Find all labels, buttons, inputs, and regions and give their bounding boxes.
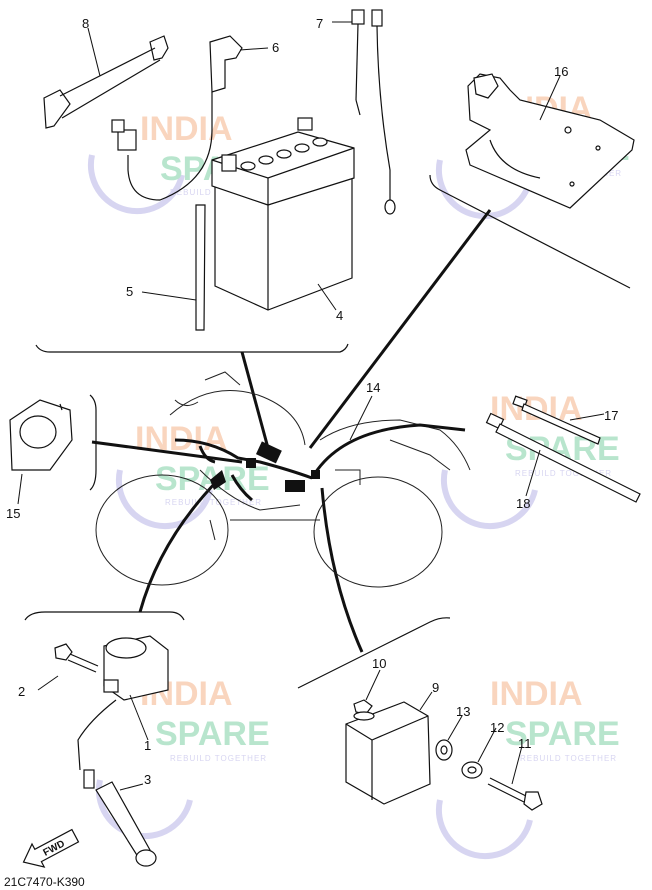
callout-18: 18 [516, 496, 530, 511]
fwd-arrow: FWD [22, 828, 80, 868]
diagram-code: 21C7470-K390 [4, 875, 85, 889]
callout-9: 9 [432, 680, 439, 695]
section-frames [24, 174, 631, 689]
harness-connectors [210, 441, 320, 492]
collar-12 [461, 761, 483, 779]
bolt-11 [487, 777, 543, 811]
battery-4 [211, 117, 355, 311]
callout-1: 1 [144, 738, 151, 753]
callout-12: 12 [490, 720, 504, 735]
callout-6: 6 [272, 40, 279, 55]
callout-17: 17 [604, 408, 618, 423]
bolt-2 [54, 643, 99, 673]
watermark-line1: INDIA [140, 110, 233, 148]
fwd-label: FWD [42, 838, 67, 858]
watermark-bottom-left: INDIA SPARE REBUILD TOGETHER [95, 675, 270, 840]
callout-13: 13 [456, 704, 470, 719]
watermark-tagline: REBUILD TOGETHER [170, 754, 267, 763]
callout-14: 14 [366, 380, 380, 395]
bolt-10 [353, 699, 375, 721]
ignition-coil-1 [77, 635, 169, 771]
callout-15: 15 [6, 506, 20, 521]
cable-tie-18 [485, 412, 641, 503]
callout-8: 8 [82, 16, 89, 31]
callout-2: 2 [18, 684, 25, 699]
negative-lead-7 [351, 9, 396, 215]
motorcycle-outline [95, 371, 471, 588]
callout-11: 11 [518, 736, 532, 751]
callout-16: 16 [554, 64, 568, 79]
watermark-middle: INDIA SPARE REBUILD TOGETHER [115, 420, 270, 530]
watermark-bottom-right: INDIA SPARE REBUILD TOGETHER [435, 675, 620, 860]
watermark-line2: SPARE [155, 715, 270, 753]
watermark-line2: SPARE [505, 715, 620, 753]
watermark-tagline: REBUILD TOGETHER [520, 754, 617, 763]
leader-lines [17, 21, 605, 791]
callout-4: 4 [336, 308, 343, 323]
connector-lines [91, 209, 492, 653]
callout-5: 5 [126, 284, 133, 299]
battery-band-8 [43, 35, 169, 129]
breather-tube-5 [195, 204, 206, 331]
plug-cap-3 [83, 769, 157, 867]
regulator-9 [345, 701, 431, 805]
callout-7: 7 [316, 16, 323, 31]
cable-tie-17 [512, 395, 601, 445]
callout-3: 3 [144, 772, 151, 787]
relay-15 [9, 399, 73, 471]
bracket-16 [465, 73, 635, 209]
callout-10: 10 [372, 656, 386, 671]
watermark-tagline: REBUILD TOGETHER [515, 469, 612, 478]
terminal-cover-6 [111, 35, 243, 201]
watermark-line1: INDIA [490, 675, 583, 713]
wire-harness-14 [174, 423, 466, 502]
watermark-tagline: REBUILD TOGETHER [165, 498, 262, 507]
washer-13 [435, 739, 453, 761]
